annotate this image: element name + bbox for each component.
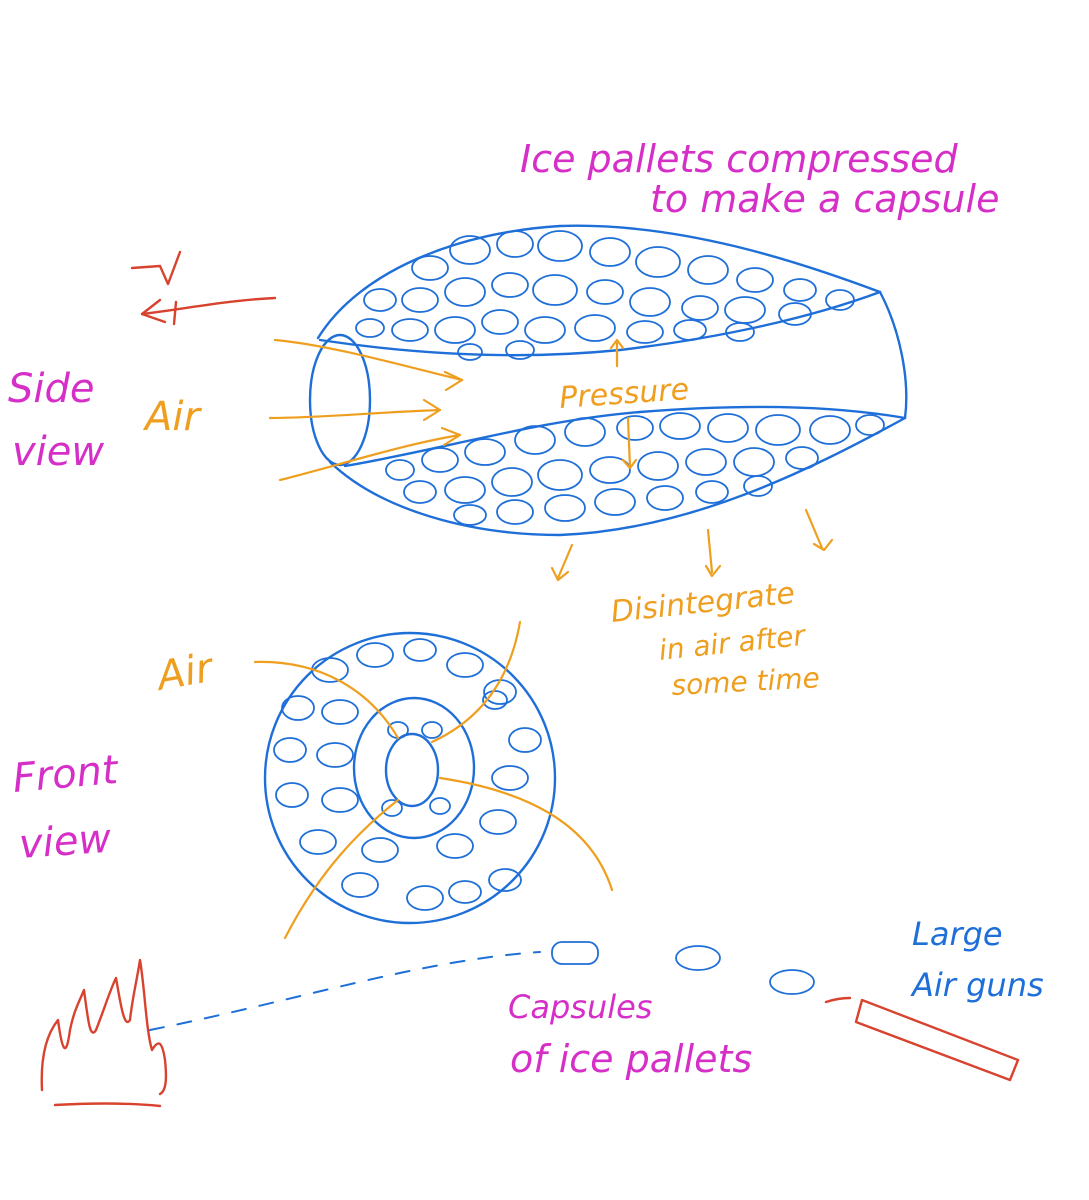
title-line-1: Ice pallets compressed <box>520 137 958 181</box>
air-label-side: Air <box>142 394 202 440</box>
capsules-label-2: of ice pallets <box>510 1037 752 1081</box>
front-view-label-2: view <box>17 816 112 868</box>
side-view-label-2: view <box>12 429 104 475</box>
ice-pellets-top <box>355 230 855 361</box>
large-air-guns-label-2: Air guns <box>910 966 1044 1004</box>
side-view-label-1: Side <box>8 366 95 412</box>
title-line-2: to make a capsule <box>650 177 999 221</box>
air-label-front: Air <box>151 645 219 701</box>
capsules-label-1: Capsules <box>508 988 652 1026</box>
disintegrate-label-3: some time <box>671 661 821 702</box>
large-air-guns-label-1: Large <box>912 915 1003 953</box>
fire-icon <box>40 958 168 1108</box>
front-view-label-1: Front <box>11 747 121 802</box>
pressure-arrows <box>609 338 638 470</box>
capsule-front-view <box>263 631 557 925</box>
trajectory-line <box>149 951 541 1031</box>
air-flow-arrows-front <box>253 620 614 940</box>
direction-arrow-icon <box>130 250 277 326</box>
air-gun-icon <box>824 996 1020 1082</box>
ice-pellets-bottom <box>385 412 885 526</box>
ice-capsule-icon <box>551 941 815 995</box>
air-flow-arrows-side <box>268 338 464 482</box>
disintegrate-label-2: in air after <box>657 619 808 667</box>
disintegrate-arrows <box>550 508 834 582</box>
